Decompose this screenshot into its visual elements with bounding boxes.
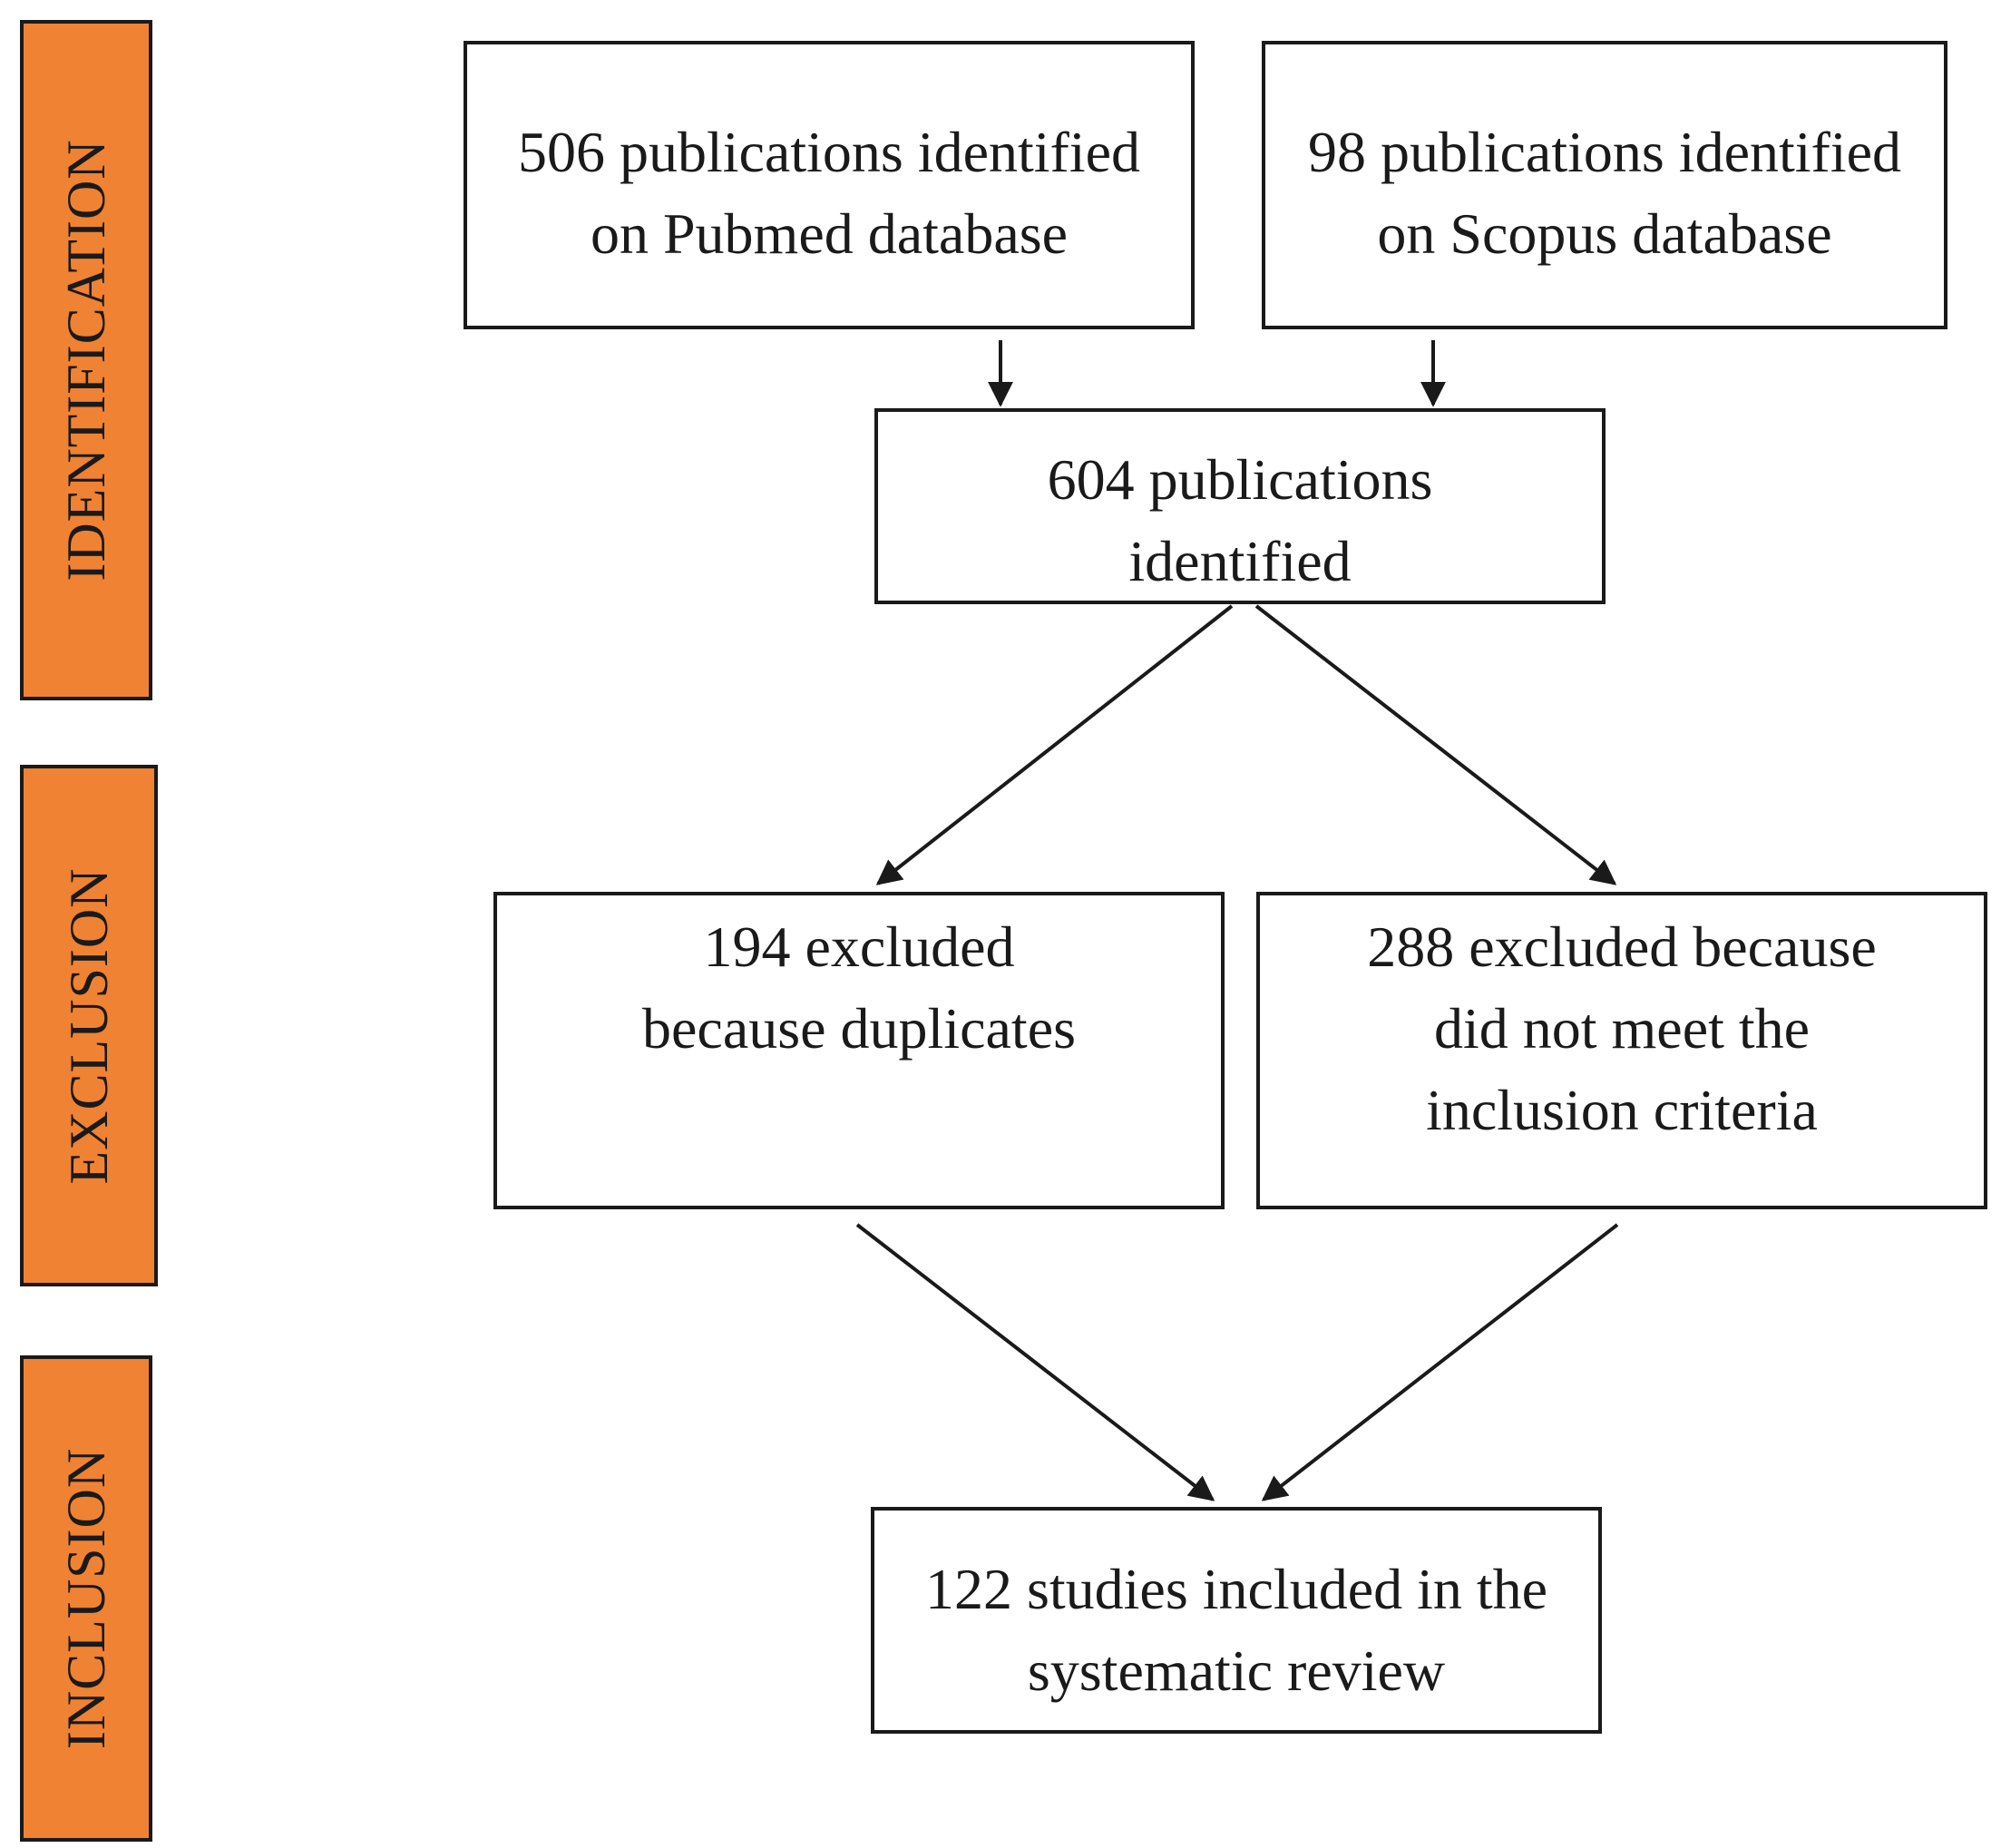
arrow-criteria-to-included (1261, 1223, 1619, 1501)
box-pubmed: 506 publications identified on Pubmed da… (464, 41, 1195, 329)
arrow-total-to-criteria (1254, 604, 1617, 885)
box-studies-included: 122 studies included in the systematic r… (871, 1507, 1602, 1734)
arrow-duplicates-to-included (855, 1223, 1215, 1501)
arrow-total-to-duplicates (875, 604, 1234, 885)
phase-exclusion: EXCLUSION (20, 765, 158, 1286)
box-studies-included-text: 122 studies included in the systematic r… (924, 1557, 1548, 1703)
phase-inclusion: INCLUSION (20, 1355, 152, 1842)
box-excluded-duplicates: 194 excluded because duplicates (493, 892, 1225, 1209)
phase-identification: IDENTIFICATION (20, 20, 152, 700)
box-excluded-criteria-text: 288 excluded because did not meet the in… (1367, 914, 1877, 1142)
box-pubmed-text: 506 publications identified on Pubmed da… (517, 120, 1141, 266)
box-excluded-criteria: 288 excluded because did not meet the in… (1256, 892, 1987, 1209)
box-scopus: 98 publications identified on Scopus dat… (1262, 41, 1947, 329)
box-total-identified-text: 604 publications identified (1047, 447, 1433, 593)
box-excluded-duplicates-text: 194 excluded because duplicates (642, 914, 1076, 1061)
box-scopus-text: 98 publications identified on Scopus dat… (1307, 120, 1902, 266)
box-total-identified: 604 publications identified (874, 408, 1606, 604)
